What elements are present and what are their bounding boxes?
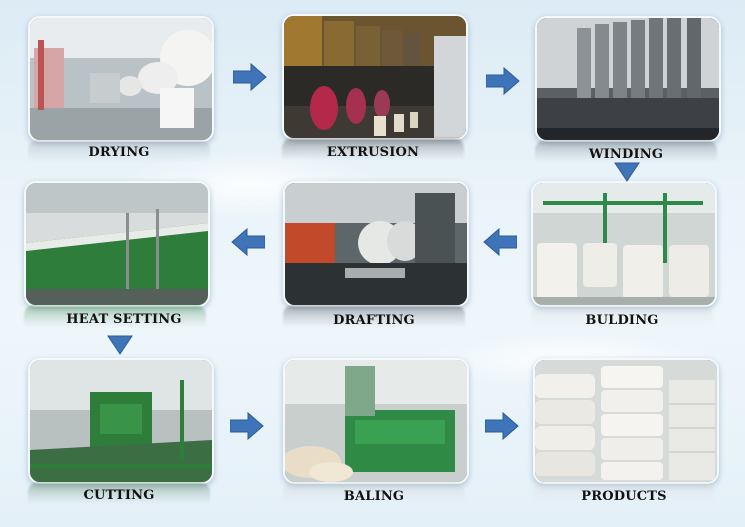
arrow-drafting-to-heat-setting — [231, 228, 265, 256]
step-cutting-label: CUTTING — [83, 488, 155, 503]
step-drying-label: DRYING — [88, 145, 150, 160]
arrow-cutting-to-baling — [230, 412, 264, 440]
step-cutting-photo — [28, 358, 214, 484]
step-winding-photo — [535, 16, 721, 142]
step-extrusion-photo — [282, 14, 468, 140]
arrow-drying-to-extrusion — [233, 63, 267, 91]
step-bulding-reflection — [531, 305, 713, 327]
arrow-baling-to-products — [485, 412, 519, 440]
arrow-heat-setting-to-cutting — [107, 335, 133, 355]
step-drying-reflection — [28, 140, 210, 162]
step-baling-reflection — [283, 482, 465, 504]
arrow-extrusion-to-winding — [486, 67, 520, 95]
step-bulding-label: BULDING — [585, 313, 659, 328]
step-extrusion-reflection — [282, 138, 464, 160]
arrow-winding-to-bulding — [614, 162, 640, 182]
step-cutting-reflection — [28, 482, 210, 504]
step-heat-setting-reflection — [24, 305, 206, 327]
step-winding-reflection — [535, 140, 717, 162]
step-baling-photo — [283, 358, 469, 484]
step-drafting-reflection — [283, 305, 465, 327]
step-winding-label: WINDING — [588, 147, 664, 162]
step-drafting-label: DRAFTING — [333, 313, 415, 328]
step-heat-setting-label: HEAT SETTING — [66, 312, 182, 327]
step-drying-photo — [28, 16, 214, 142]
step-products-photo — [533, 358, 719, 484]
step-heat-setting-photo — [24, 181, 210, 307]
step-extrusion-label: EXTRUSION — [326, 145, 420, 160]
step-drafting-photo — [283, 181, 469, 307]
step-bulding-photo — [531, 181, 717, 307]
step-products-label: PRODUCTS — [581, 489, 667, 504]
step-products-reflection — [533, 482, 715, 504]
arrow-bulding-to-drafting — [483, 228, 517, 256]
step-baling-label: BALING — [343, 489, 405, 504]
